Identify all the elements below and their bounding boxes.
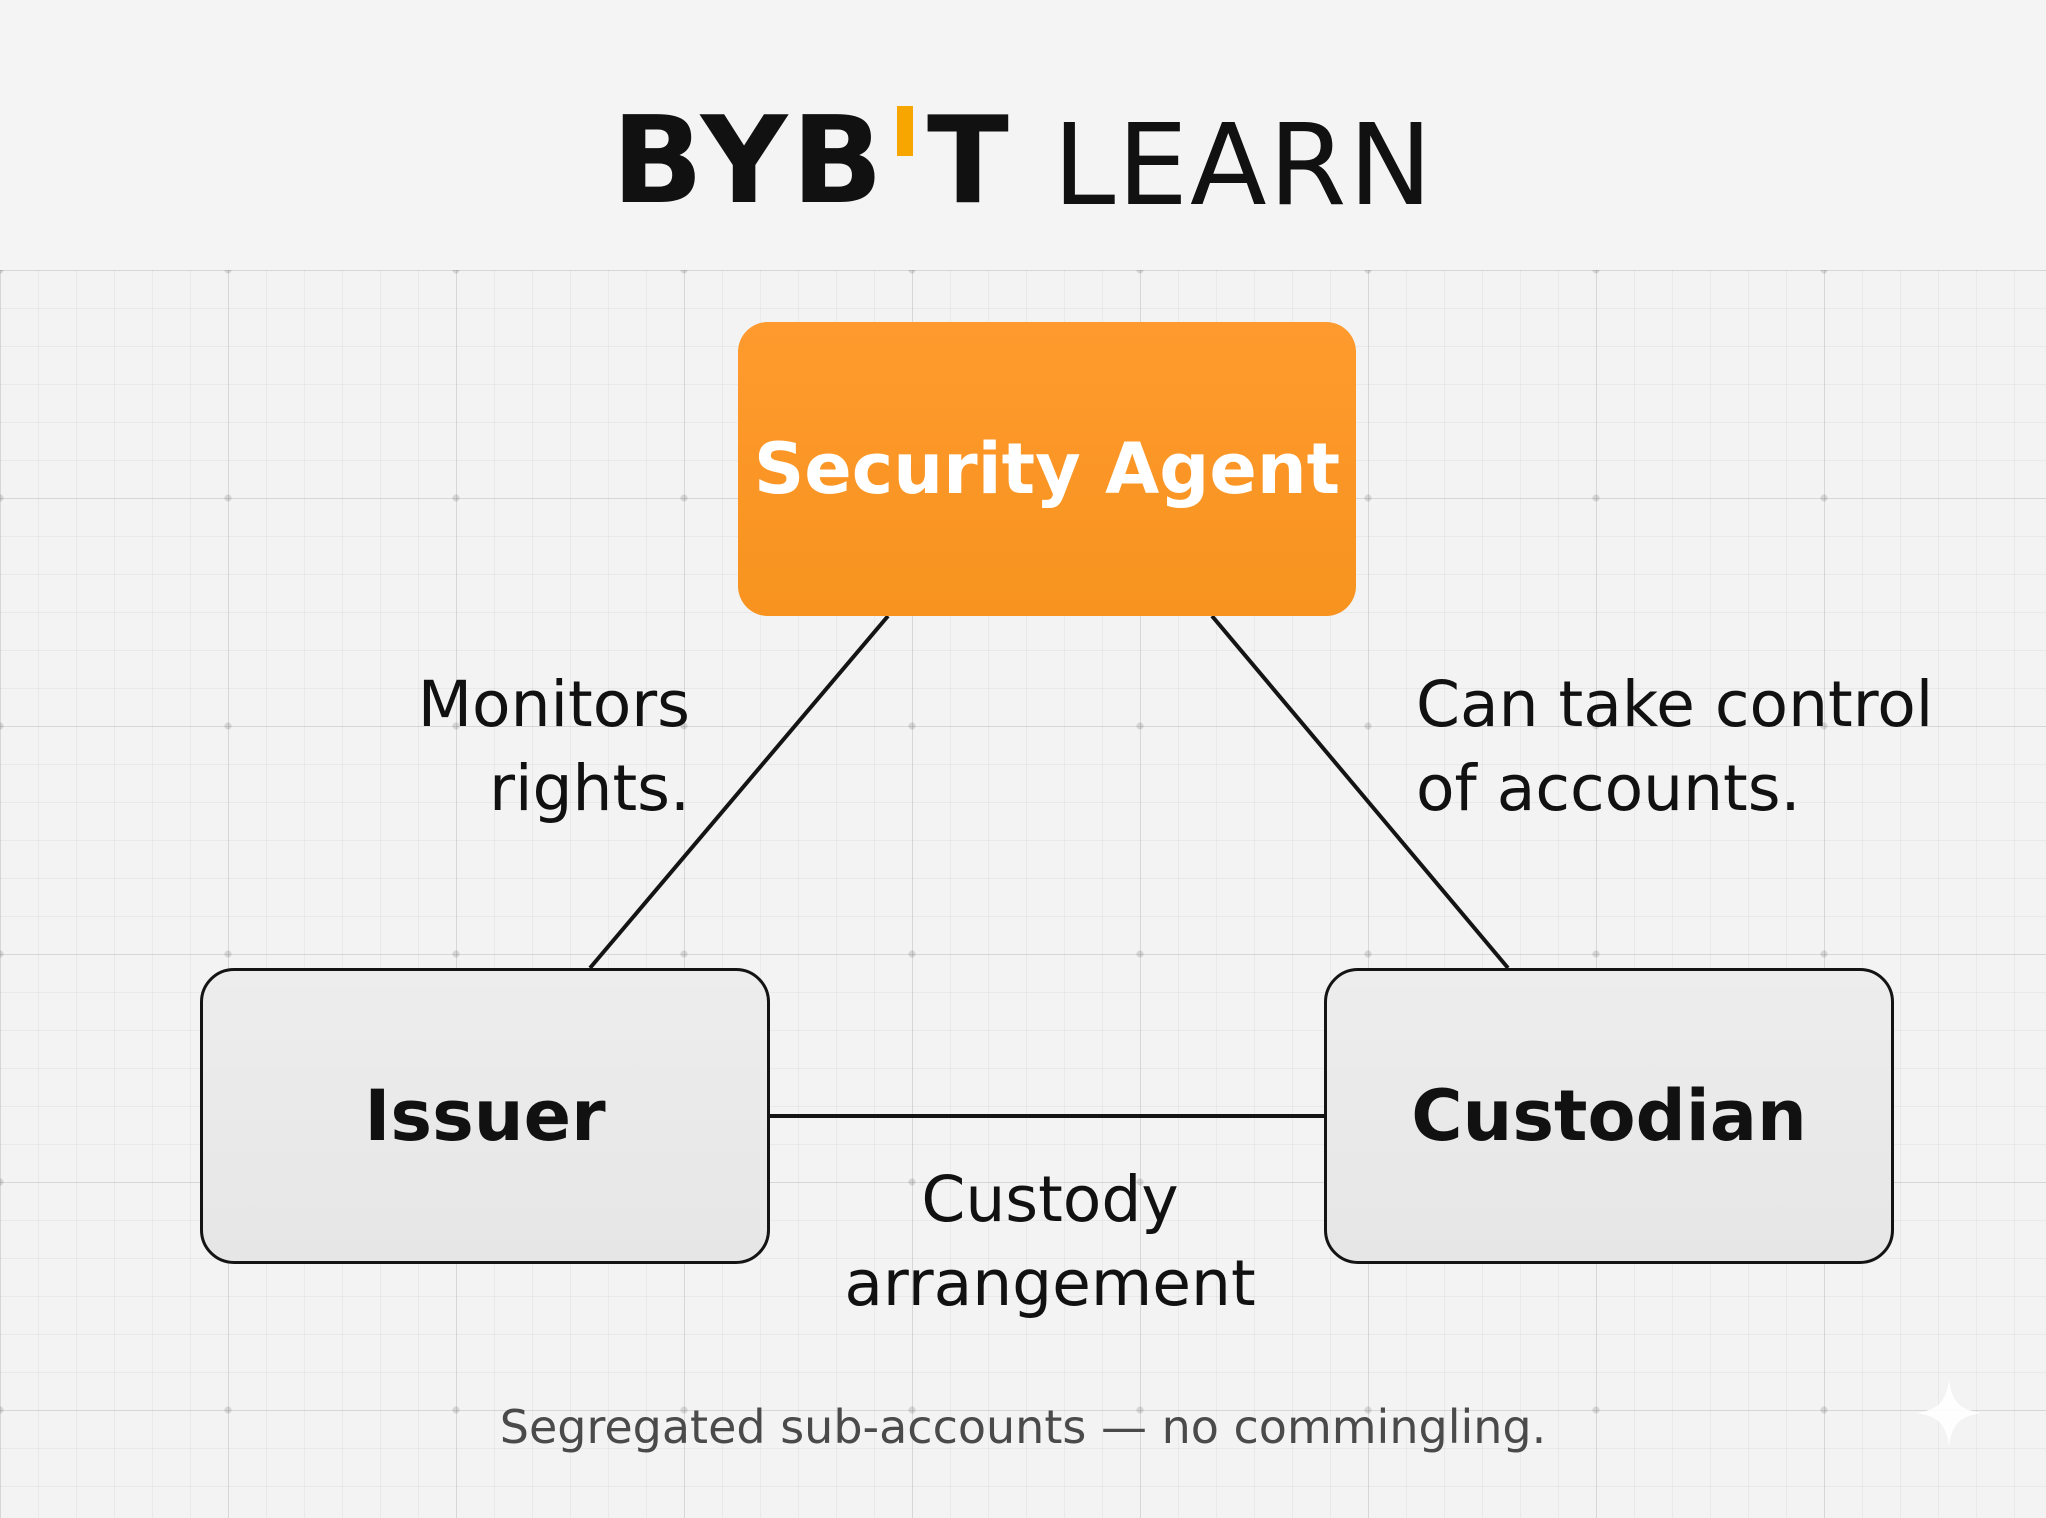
- edge-label-monitors: Monitors rights.: [300, 663, 690, 831]
- edge-label-line: Monitors: [417, 668, 690, 741]
- edge-agent-custodian: [1210, 614, 1510, 970]
- edge-agent-issuer: [588, 614, 890, 970]
- edge-label-line: arrangement: [844, 1247, 1256, 1320]
- footer-caption: Segregated sub-accounts — no commingling…: [499, 1400, 1547, 1454]
- edge-label-line: of accounts.: [1416, 752, 1801, 825]
- edge-label-line: Can take control: [1416, 668, 1934, 741]
- edge-label-control: Can take control of accounts.: [1416, 663, 2036, 831]
- edge-label-line: Custody: [921, 1163, 1179, 1236]
- logo-product: LEARN: [1052, 101, 1435, 231]
- node-security-agent-label: Security Agent: [753, 428, 1341, 510]
- edge-label-custody: Custody arrangement: [700, 1158, 1400, 1326]
- logo-brand-right: T: [927, 92, 1013, 231]
- node-issuer-label: Issuer: [364, 1075, 606, 1157]
- logo-brand-left: BYB: [611, 92, 887, 231]
- edge-label-line: rights.: [489, 752, 690, 825]
- node-issuer: Issuer: [200, 968, 770, 1264]
- logo-accent-bar: [897, 106, 913, 202]
- node-security-agent: Security Agent: [738, 322, 1356, 616]
- node-custodian: Custodian: [1324, 968, 1894, 1264]
- node-custodian-label: Custodian: [1411, 1075, 1807, 1157]
- sparkle-icon: [1916, 1380, 1982, 1446]
